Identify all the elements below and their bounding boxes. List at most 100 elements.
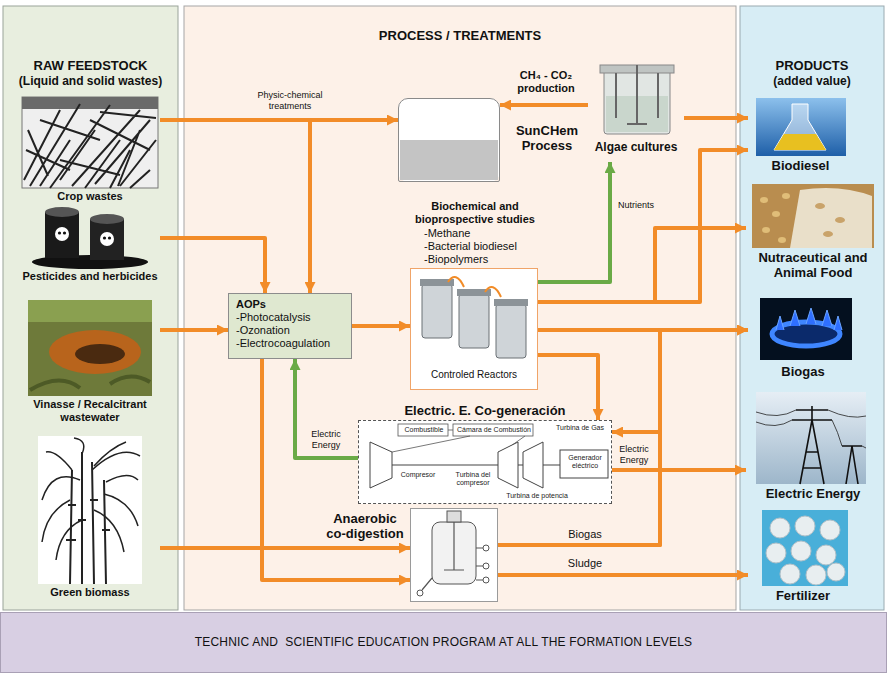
green-biomass-picture xyxy=(42,438,140,560)
label-text: Crop wastes xyxy=(20,190,160,203)
biodiesel-picture xyxy=(756,98,846,156)
pesticide-barrels-picture xyxy=(45,207,79,217)
label-text: (Liquid and solid wastes) xyxy=(3,74,178,89)
pesticide-barrels-picture xyxy=(45,212,79,258)
pesticide-barrels-picture xyxy=(55,227,69,241)
anaerobic-digester-picture xyxy=(410,508,498,602)
nutraceutical-picture xyxy=(815,203,825,209)
label-text: Fertilizer xyxy=(748,588,858,603)
anaerobic-digester-picture xyxy=(483,577,489,583)
label-text: -Photocatalysis xyxy=(236,311,344,324)
anaerobic-digester-picture xyxy=(483,545,489,551)
pesticide-barrels-picture xyxy=(103,236,106,239)
biodiesel-picture xyxy=(774,104,826,150)
flow-label: Electric Energy xyxy=(305,429,347,451)
label-text: -Biopolymers xyxy=(400,253,550,266)
flow-arrow xyxy=(262,359,410,580)
image-area xyxy=(748,298,858,364)
nutraceutical-picture xyxy=(782,193,790,199)
product-item: Biogas xyxy=(748,298,858,384)
nutraceutical-picture xyxy=(835,217,845,223)
image-area xyxy=(746,184,880,250)
electric-pylon-picture xyxy=(792,406,862,484)
flow-arrow xyxy=(352,324,410,328)
outer-heading: Electric. E. Co-generación xyxy=(359,403,611,418)
nutraceutical-picture xyxy=(823,231,833,237)
schematic-label: Turbina de Gas xyxy=(551,424,609,432)
flow-label: Sludge xyxy=(559,557,611,570)
electric-pylon-picture xyxy=(756,392,866,484)
nutraceutical-picture xyxy=(762,227,770,233)
image-area xyxy=(20,96,160,190)
reactors-picture xyxy=(494,299,528,306)
fertilizer-tablets-picture xyxy=(816,545,836,565)
image-area xyxy=(20,300,160,398)
products-panel: PRODUCTS(added value)BiodieselNutraceuti… xyxy=(740,6,884,610)
digester-box: Anaerobic co-digestion xyxy=(410,508,498,602)
cogeneration-box: Electric. E. Co-generaciónTurbina de Gas… xyxy=(358,420,612,504)
feedstock-item: Green biomass xyxy=(20,434,160,602)
biogas-flame-picture xyxy=(776,308,842,330)
pesticide-barrels-picture xyxy=(90,219,124,260)
label-text: Biochemical and bioprospective studies xyxy=(400,200,550,226)
biogas-flame-picture xyxy=(760,298,852,360)
reactors-picture xyxy=(459,294,489,348)
panel-grounds xyxy=(1,6,887,673)
label-text: TECHNIC AND SCIENTIFIC EDUCATION PROGRAM… xyxy=(195,635,693,650)
algae-photobioreactor-picture xyxy=(616,65,658,124)
image-area xyxy=(746,392,880,486)
label-text: Biogas xyxy=(748,364,858,379)
label-text: Electric Energy xyxy=(746,486,880,501)
label-text: AOPs xyxy=(236,298,344,311)
nutraceutical-picture xyxy=(778,237,786,243)
gas-turbine-schematic xyxy=(498,442,518,488)
nutraceutical-picture xyxy=(752,184,874,248)
flow-arrow xyxy=(160,546,410,550)
label-text: Controled Reactors xyxy=(411,369,537,381)
flow-arrow xyxy=(538,162,610,282)
electric-pylon-picture xyxy=(756,410,866,448)
biodiesel-picture xyxy=(756,98,846,156)
education-band: TECHNIC AND SCIENTIFIC EDUCATION PROGRAM… xyxy=(0,612,887,673)
schematic-label: Cámara de Combustión xyxy=(454,426,534,434)
image-area xyxy=(748,98,853,158)
fertilizer-tablets-picture xyxy=(780,564,800,584)
digester-tank: SunCHem Process xyxy=(398,98,500,182)
fertilizer-tablets-picture xyxy=(762,510,848,586)
schematic-label: Turbina de potencia xyxy=(499,492,575,500)
label-text: Vinasse / Recalcitrant wastewater xyxy=(20,398,160,424)
product-item: Fertilizer xyxy=(748,510,858,608)
anaerobic-digester-picture xyxy=(483,563,489,569)
gas-turbine-schematic xyxy=(370,442,392,488)
product-item: Nutraceutical and Animal Food xyxy=(746,184,880,288)
label-text: Nutraceutical and Animal Food xyxy=(746,250,880,280)
label-text: -Electrocoagulation xyxy=(236,337,344,350)
crop-wastes-picture xyxy=(24,104,156,188)
digester-tank-picture xyxy=(398,98,500,182)
outer-heading: Anaerobic co-digestion xyxy=(325,511,405,541)
schematic-label: Compresor xyxy=(395,471,441,479)
flow-arrow xyxy=(160,120,310,293)
label-text: (added value) xyxy=(740,74,884,89)
nutraceutical-picture xyxy=(760,197,768,203)
gas-turbine-schematic xyxy=(392,464,560,465)
label-text: Biodiesel xyxy=(748,158,853,173)
label-text: SunCHem Process xyxy=(505,123,589,153)
anaerobic-digester-picture xyxy=(410,508,498,602)
gas-turbine-schematic xyxy=(453,424,533,436)
label-text: -Ozonation xyxy=(236,324,344,337)
flow-label: Physic-chemical treatments xyxy=(249,90,331,112)
feedstock-item: Vinasse / Recalcitrant wastewater xyxy=(20,300,160,430)
flow-arrow xyxy=(498,432,660,545)
schematic-label: Turbina del compresor xyxy=(451,471,495,487)
label-text: Algae cultures xyxy=(588,140,684,155)
crop-wastes-picture xyxy=(22,97,158,188)
outer-heading: Biochemical and bioprospective studies-M… xyxy=(400,200,550,266)
algae-reactor: Algae cultures xyxy=(588,62,684,162)
image-area xyxy=(588,62,684,140)
feedstock-item: Pesticides and herbicides xyxy=(20,208,160,296)
flow-arrow xyxy=(498,573,748,577)
panel-grounds xyxy=(184,6,736,610)
digester-tank-picture xyxy=(400,140,498,180)
